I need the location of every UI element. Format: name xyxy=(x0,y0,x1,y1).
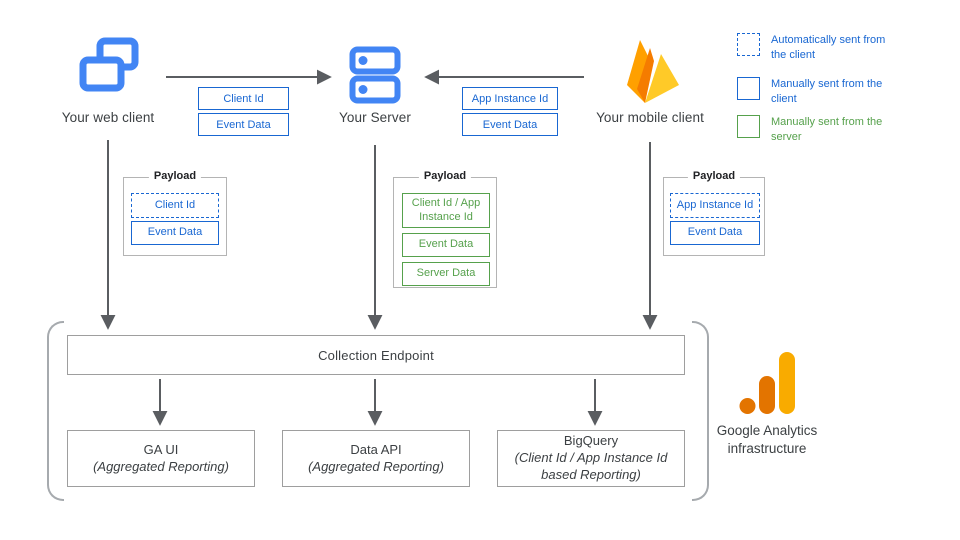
legend-swatch-dashed-blue xyxy=(737,33,760,56)
bigquery-subtitle: (Client Id / App Instance Id based Repor… xyxy=(514,450,668,482)
legend-label-manual-server: Manually sent from the server xyxy=(771,116,883,143)
server-icon xyxy=(349,46,401,104)
web-flow-client-id-box: Client Id xyxy=(198,87,289,110)
web-client-label: Your web client xyxy=(61,110,155,125)
output-box-data-api: Data API (Aggregated Reporting) xyxy=(282,430,470,487)
output-box-ga-ui: GA UI (Aggregated Reporting) xyxy=(67,430,255,487)
legend-label-manual-client: Manually sent from the client xyxy=(771,78,883,105)
server-payload-item-server-data: Server Data xyxy=(402,262,490,286)
web-payload-item-client-id: Client Id xyxy=(131,193,219,218)
ga-ui-title: GA UI xyxy=(143,441,179,457)
server-payload-item-ids: Client Id / App Instance Id xyxy=(402,193,490,228)
legend-swatch-solid-blue xyxy=(737,77,760,100)
google-analytics-logo-icon xyxy=(739,352,795,414)
mobile-payload-item-event-data: Event Data xyxy=(670,221,760,245)
mobile-payload-title: Payload xyxy=(687,170,741,182)
mobile-flow-event-data-box: Event Data xyxy=(462,113,558,136)
bigquery-title: BigQuery xyxy=(563,433,619,449)
output-box-bigquery: BigQuery (Client Id / App Instance Id ba… xyxy=(497,430,685,487)
web-payload-group: Payload Client Id Event Data xyxy=(123,170,227,256)
data-api-subtitle: (Aggregated Reporting) xyxy=(308,458,444,474)
firebase-icon xyxy=(627,40,679,103)
web-payload-item-event-data: Event Data xyxy=(131,221,219,245)
server-payload-item-event-data: Event Data xyxy=(402,233,490,257)
bracket-left xyxy=(47,321,64,501)
ga-ui-subtitle: (Aggregated Reporting) xyxy=(93,458,229,474)
legend-swatch-solid-green xyxy=(737,115,760,138)
server-payload-group: Payload Client Id / App Instance Id Even… xyxy=(393,170,497,288)
bracket-right xyxy=(692,321,709,501)
collection-endpoint-box: Collection Endpoint xyxy=(67,335,685,375)
mobile-payload-group: Payload App Instance Id Event Data xyxy=(663,170,765,256)
mobile-client-label: Your mobile client xyxy=(596,110,704,125)
mobile-payload-item-app-instance-id: App Instance Id xyxy=(670,193,760,218)
web-payload-title: Payload xyxy=(148,170,202,182)
ga-infrastructure-caption: Google Analytics infrastructure xyxy=(716,423,818,457)
mobile-flow-app-instance-id-box: App Instance Id xyxy=(462,87,558,110)
legend-label-auto-client: Automatically sent from the client xyxy=(771,34,886,61)
collection-endpoint-label: Collection Endpoint xyxy=(318,347,434,363)
server-payload-title: Payload xyxy=(418,170,472,182)
web-flow-event-data-box: Event Data xyxy=(198,113,289,136)
server-label: Your Server xyxy=(339,110,411,125)
data-api-title: Data API xyxy=(350,441,402,457)
web-client-icon xyxy=(79,37,139,92)
